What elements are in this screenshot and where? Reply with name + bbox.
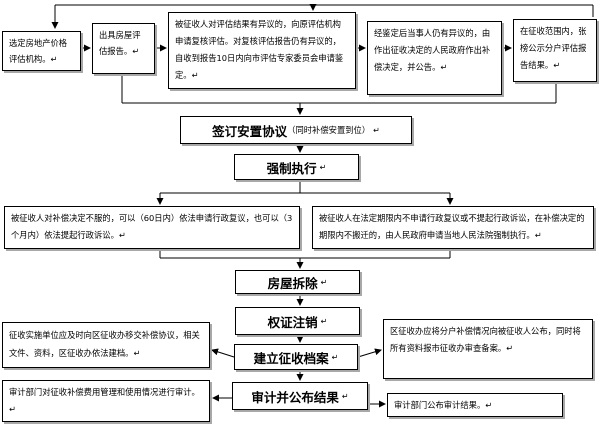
step-text: 在征收范围内，张榜公示分户评估报告结果。 — [520, 26, 587, 70]
step-rights-cancel: 权证注销 ↵ — [235, 307, 360, 335]
step-demolition: 房屋拆除 ↵ — [235, 270, 360, 294]
step-text: 经鉴定后当事人仍有异议的，由作出征收决定的人民政府作出补偿决定，并公告。 — [374, 28, 491, 72]
step-title: 审计并公布结果 — [251, 389, 339, 405]
step-text: 被征收人在法定期限内不申请行政复议或不提起行政诉讼，在补偿决定的期限内不搬迁的，… — [319, 213, 585, 240]
step-title: 签订安置协议 — [212, 123, 288, 139]
return-mark: ↵ — [118, 230, 126, 240]
step-text: 区征收办应将分户补偿情况向被征收人公布，同时将所有资料报市征收办审查备案。 — [390, 326, 581, 353]
step-sign-agreement: 签订安置协议 （同时补偿安置到位） ↵ — [180, 116, 412, 144]
return-mark: ↵ — [9, 404, 16, 414]
step-title: 权证注销 — [267, 314, 318, 330]
step-note: （同时补偿安置到位） — [287, 125, 371, 135]
step-enforce-left: 被征收人对补偿决定不服的，可以（60日内）依法申请行政复议，也可以（3个月内）依… — [4, 206, 300, 249]
step-title: 建立征收档案 — [253, 350, 329, 366]
step-audit: 审计并公布结果 ↵ — [232, 382, 368, 410]
step-objection-review: 被征收人对评估结果有异议的，向原评估机构申请复核评估。对复核评估报告仍有异议的，… — [168, 12, 356, 89]
step-text: 被征收人对补偿决定不服的，可以（60日内）依法申请行政复议，也可以（3个月内）依… — [11, 213, 293, 240]
return-mark: ↵ — [133, 348, 141, 358]
step-enforce: 强制执行 ↵ — [234, 154, 359, 180]
step-publish-result: 在征收范围内，张榜公示分户评估报告结果。↵ — [513, 19, 597, 82]
step-valuation-select: 选定房地产价格评估机构。↵ — [2, 31, 81, 71]
step-enforce-right: 被征收人在法定期限内不申请行政复议或不提起行政诉讼，在补偿决定的期限内不搬迁的，… — [312, 206, 594, 249]
step-audit-right: 审计部门公布审计结果。↵ — [387, 393, 563, 417]
return-mark: ↵ — [132, 46, 140, 56]
step-after-appraisal: 经鉴定后当事人仍有异议的，由作出征收决定的人民政府作出补偿决定，并公告。↵ — [367, 21, 502, 95]
step-title: 强制执行 — [266, 160, 317, 176]
step-text: 选定房地产价格评估机构。 — [9, 38, 68, 64]
return-mark: ↵ — [506, 343, 514, 353]
step-text: 审计部门对征收补偿费用管理和使用情况进行审计。 — [9, 387, 200, 397]
return-mark: ↵ — [191, 70, 199, 80]
step-text: 征收实施单位应及时向区征收办移交补偿协议，相关文件、资料，区征收办依法建档。 — [9, 330, 200, 358]
return-mark: ↵ — [320, 316, 328, 326]
step-audit-left: 审计部门对征收补偿费用管理和使用情况进行审计。 ↵ — [2, 380, 210, 422]
step-archive: 建立征收档案 ↵ — [234, 344, 358, 370]
step-archive-left: 征收实施单位应及时向区征收办移交补偿协议，相关文件、资料，区征收办依法建档。↵ — [2, 322, 210, 368]
return-mark: ↵ — [341, 391, 349, 401]
return-mark: ↵ — [553, 60, 561, 70]
step-text: 出具房屋评估报告。 — [99, 30, 141, 56]
step-title: 房屋拆除 — [267, 275, 318, 291]
step-text: 审计部门公布审计结果。 — [394, 400, 486, 410]
return-mark: ↵ — [373, 125, 380, 135]
return-mark: ↵ — [320, 277, 328, 287]
return-mark: ↵ — [319, 162, 327, 172]
return-mark: ↵ — [534, 230, 542, 240]
return-mark: ↵ — [331, 352, 339, 362]
return-mark: ↵ — [485, 400, 493, 410]
step-text: 被征收人对评估结果有异议的，向原评估机构申请复核评估。对复核评估报告仍有异议的，… — [175, 19, 344, 80]
return-mark: ↵ — [50, 54, 58, 64]
step-archive-right: 区征收办应将分户补偿情况向被征收人公布，同时将所有资料报市征收办审查备案。↵ — [383, 319, 593, 379]
return-mark: ↵ — [440, 62, 448, 72]
step-valuation-report: 出具房屋评估报告。↵ — [92, 23, 155, 74]
